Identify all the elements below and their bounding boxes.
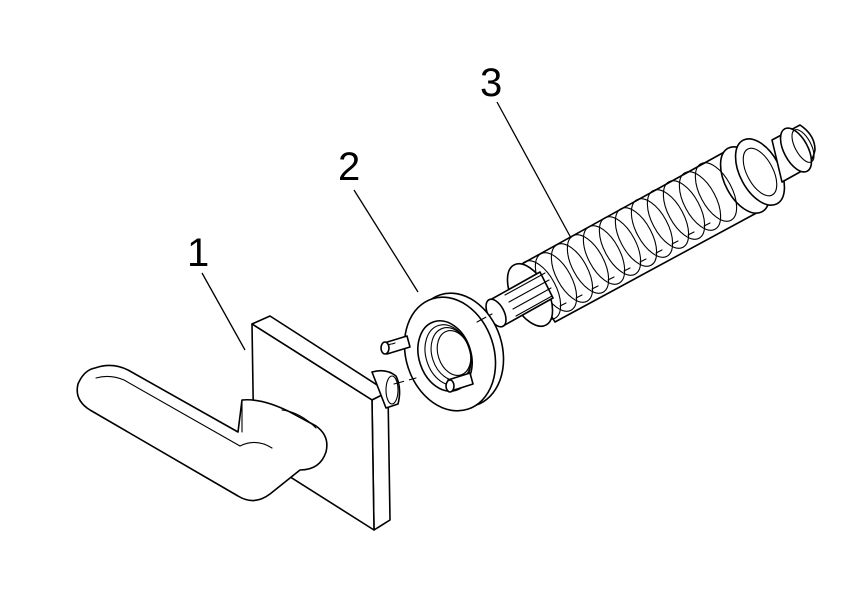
axis-line (393, 315, 489, 385)
callout-3: 3 (480, 61, 502, 105)
callout-1: 1 (187, 231, 209, 275)
callout-2: 2 (338, 145, 360, 189)
spring-cartridge-part (477, 124, 816, 328)
lever-handle-part (76, 315, 401, 531)
leader-line-2 (353, 189, 419, 293)
leader-line-3 (496, 101, 572, 239)
rose-plate-part (380, 292, 505, 412)
leader-line-1 (201, 272, 246, 351)
